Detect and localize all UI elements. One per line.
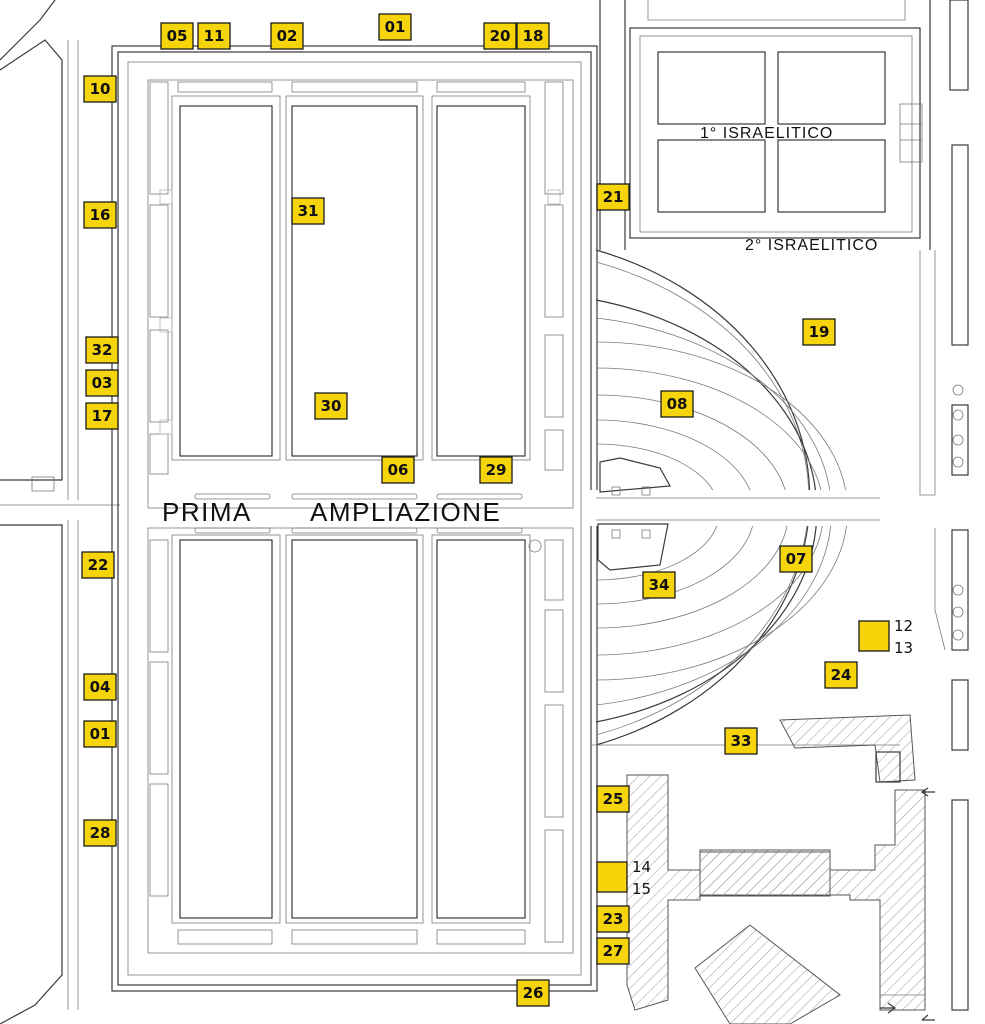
svg-text:25: 25 xyxy=(603,790,624,808)
svg-text:04: 04 xyxy=(90,678,111,696)
marker-33[interactable]: 33 xyxy=(724,727,758,755)
marker-02[interactable]: 02 xyxy=(270,22,304,50)
svg-text:05: 05 xyxy=(167,27,188,45)
marker-18[interactable]: 18 xyxy=(516,22,550,50)
marker-11[interactable]: 11 xyxy=(197,22,231,50)
marker-14-15[interactable] xyxy=(596,861,628,893)
marker-30[interactable]: 30 xyxy=(314,392,348,420)
svg-text:18: 18 xyxy=(523,27,544,45)
marker-15-label: 15 xyxy=(632,880,651,898)
svg-text:28: 28 xyxy=(90,824,111,842)
svg-text:08: 08 xyxy=(667,395,688,413)
marker-07[interactable]: 07 xyxy=(779,545,813,573)
marker-20[interactable]: 20 xyxy=(483,22,517,50)
marker-27[interactable]: 27 xyxy=(596,937,630,965)
svg-text:06: 06 xyxy=(388,461,409,479)
marker-28[interactable]: 28 xyxy=(83,819,117,847)
israelitico-2-label: 2° ISRAELITICO xyxy=(745,237,878,254)
marker-08[interactable]: 08 xyxy=(660,390,694,418)
marker-31[interactable]: 31 xyxy=(291,197,325,225)
marker-04[interactable]: 04 xyxy=(83,673,117,701)
marker-13-label: 13 xyxy=(894,639,913,657)
marker-25[interactable]: 25 xyxy=(596,785,630,813)
svg-text:03: 03 xyxy=(92,374,113,392)
right-street xyxy=(919,0,969,1011)
svg-text:07: 07 xyxy=(786,550,807,568)
marker-05[interactable]: 05 xyxy=(160,22,194,50)
marker-19[interactable]: 19 xyxy=(802,318,836,346)
svg-text:31: 31 xyxy=(298,202,319,220)
marker-14-label: 14 xyxy=(632,858,651,876)
svg-text:29: 29 xyxy=(486,461,507,479)
marker-06[interactable]: 06 xyxy=(381,456,415,484)
israelitico-1-label: 1° ISRAELITICO xyxy=(700,125,833,142)
marker-32[interactable]: 32 xyxy=(85,336,119,364)
svg-text:34: 34 xyxy=(649,576,670,594)
service-buildings xyxy=(626,714,935,1024)
cross-walkway xyxy=(194,493,542,553)
svg-text:16: 16 xyxy=(90,206,111,224)
marker-17[interactable]: 17 xyxy=(85,402,119,430)
svg-text:01: 01 xyxy=(385,18,406,36)
left-street xyxy=(0,0,120,1024)
hemicycle xyxy=(590,249,900,746)
marker-29[interactable]: 29 xyxy=(479,456,513,484)
marker-10[interactable]: 10 xyxy=(83,75,117,103)
ampliazione-label: AMPLIAZIONE xyxy=(310,497,501,527)
marker-12-label: 12 xyxy=(894,617,913,635)
svg-text:33: 33 xyxy=(731,732,752,750)
marker-26[interactable]: 26 xyxy=(516,979,550,1007)
svg-text:21: 21 xyxy=(603,188,624,206)
marker-03[interactable]: 03 xyxy=(85,369,119,397)
marker-01-left[interactable]: 01 xyxy=(83,720,117,748)
svg-text:24: 24 xyxy=(831,666,852,684)
svg-text:19: 19 xyxy=(809,323,830,341)
marker-12-13[interactable] xyxy=(858,620,890,652)
marker-16[interactable]: 16 xyxy=(83,201,117,229)
svg-text:02: 02 xyxy=(277,27,298,45)
svg-text:23: 23 xyxy=(603,910,624,928)
svg-text:32: 32 xyxy=(92,341,113,359)
lower-plots xyxy=(149,534,564,945)
upper-plots xyxy=(149,81,564,475)
svg-text:30: 30 xyxy=(321,397,342,415)
svg-text:17: 17 xyxy=(92,407,113,425)
prima-label: PRIMA xyxy=(162,497,252,527)
svg-text:01: 01 xyxy=(90,725,111,743)
svg-text:11: 11 xyxy=(204,27,225,45)
marker-22[interactable]: 22 xyxy=(81,551,115,579)
marker-23[interactable]: 23 xyxy=(596,905,630,933)
svg-text:26: 26 xyxy=(523,984,544,1002)
svg-text:10: 10 xyxy=(90,80,111,98)
svg-text:22: 22 xyxy=(88,556,109,574)
israelitico-area xyxy=(599,0,931,250)
marker-24[interactable]: 24 xyxy=(824,661,858,689)
marker-34[interactable]: 34 xyxy=(642,571,676,599)
marker-01-top[interactable]: 01 xyxy=(378,13,412,41)
svg-text:27: 27 xyxy=(603,942,624,960)
marker-21[interactable]: 21 xyxy=(596,183,630,211)
svg-text:20: 20 xyxy=(490,27,511,45)
